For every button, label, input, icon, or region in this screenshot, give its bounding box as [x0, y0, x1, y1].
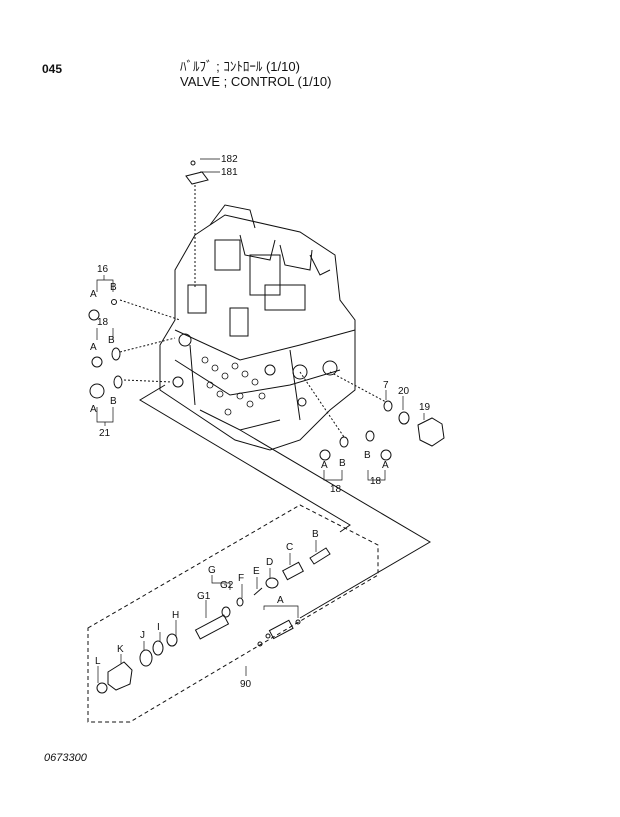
oring-21B	[113, 375, 123, 389]
label-18-right: 18	[370, 476, 382, 487]
label-kit-90: 90	[240, 679, 252, 690]
label-kit-K: K	[117, 644, 124, 655]
oring-J	[139, 649, 153, 667]
label-21-A: A	[90, 404, 97, 415]
spool-A	[268, 619, 294, 640]
solenoid-right	[229, 307, 249, 337]
plug-19	[417, 417, 445, 447]
plug-16A	[88, 309, 100, 321]
drawing-code: 0673300	[44, 752, 87, 764]
label-kit-E: E	[253, 566, 260, 577]
label-kit-H: H	[172, 610, 179, 621]
label-18-right-B: B	[364, 450, 371, 461]
title-english: VALVE ; CONTROL (1/10)	[180, 74, 332, 89]
label-16: 16	[97, 264, 109, 275]
ball-A-3	[295, 619, 301, 625]
ring-F	[236, 597, 244, 607]
pin-E	[253, 587, 263, 596]
bracket-181	[185, 171, 209, 185]
piston-G1	[194, 614, 230, 640]
solenoid-left	[187, 284, 207, 314]
plug-K	[107, 661, 133, 691]
label-kit-C: C	[286, 542, 293, 553]
title-japanese: ﾊﾞﾙﾌﾞ ; ｺﾝﾄﾛｰﾙ (1/10)	[180, 59, 300, 74]
oring-18cB	[365, 430, 375, 442]
label-18-left: 18	[97, 317, 109, 328]
label-kit-G1: G1	[197, 591, 211, 602]
label-16-B: B	[110, 282, 117, 293]
label-18-left-A: A	[90, 342, 97, 353]
ball-A-2	[265, 633, 271, 639]
label-kit-F: F	[238, 573, 244, 584]
bolt-182	[190, 160, 196, 166]
kit-90-box	[87, 504, 379, 723]
label-18-mid: 18	[330, 484, 342, 495]
label-kit-A: A	[277, 595, 284, 606]
plug-21A	[89, 383, 105, 399]
label-18-mid-B: B	[339, 458, 346, 469]
label-21-B: B	[110, 396, 117, 407]
label-kit-L: L	[95, 656, 101, 667]
ring-I	[152, 640, 164, 656]
ball-A-1	[257, 641, 263, 647]
label-7: 7	[383, 380, 389, 391]
label-kit-J: J	[140, 630, 145, 641]
oring-18B	[111, 347, 121, 361]
part-D	[265, 577, 279, 589]
label-kit-G2: G2	[220, 580, 234, 591]
spring-B	[309, 547, 331, 565]
label-18-left-B: B	[108, 335, 115, 346]
oring-16B	[111, 299, 117, 305]
label-16-A: A	[90, 289, 97, 300]
plug-18cA	[380, 449, 392, 461]
spool-C	[282, 561, 304, 581]
label-kit-G: G	[208, 565, 216, 576]
page-code: 045	[42, 62, 63, 76]
label-18-mid-A: A	[321, 460, 328, 471]
label-21: 21	[99, 428, 111, 439]
label-18-right-A: A	[382, 460, 389, 471]
plug-18A	[91, 356, 103, 368]
seal-G2	[221, 606, 231, 618]
label-19: 19	[419, 402, 431, 413]
label-kit-I: I	[157, 622, 160, 633]
oring-20	[398, 411, 410, 425]
label-kit-B: B	[312, 529, 319, 540]
plug-18bA	[319, 449, 331, 461]
callout-labels: 182 181 16 A B 18 A B A B 21 7 20 19 A B…	[90, 154, 431, 690]
cap-L	[96, 682, 108, 694]
label-20: 20	[398, 386, 410, 397]
label-181: 181	[221, 167, 238, 178]
oring-18bB	[339, 436, 349, 448]
label-kit-D: D	[266, 557, 273, 568]
oring-H	[166, 633, 178, 647]
control-valve-body	[159, 204, 356, 451]
oring-7	[383, 400, 393, 412]
label-182: 182	[221, 154, 238, 165]
